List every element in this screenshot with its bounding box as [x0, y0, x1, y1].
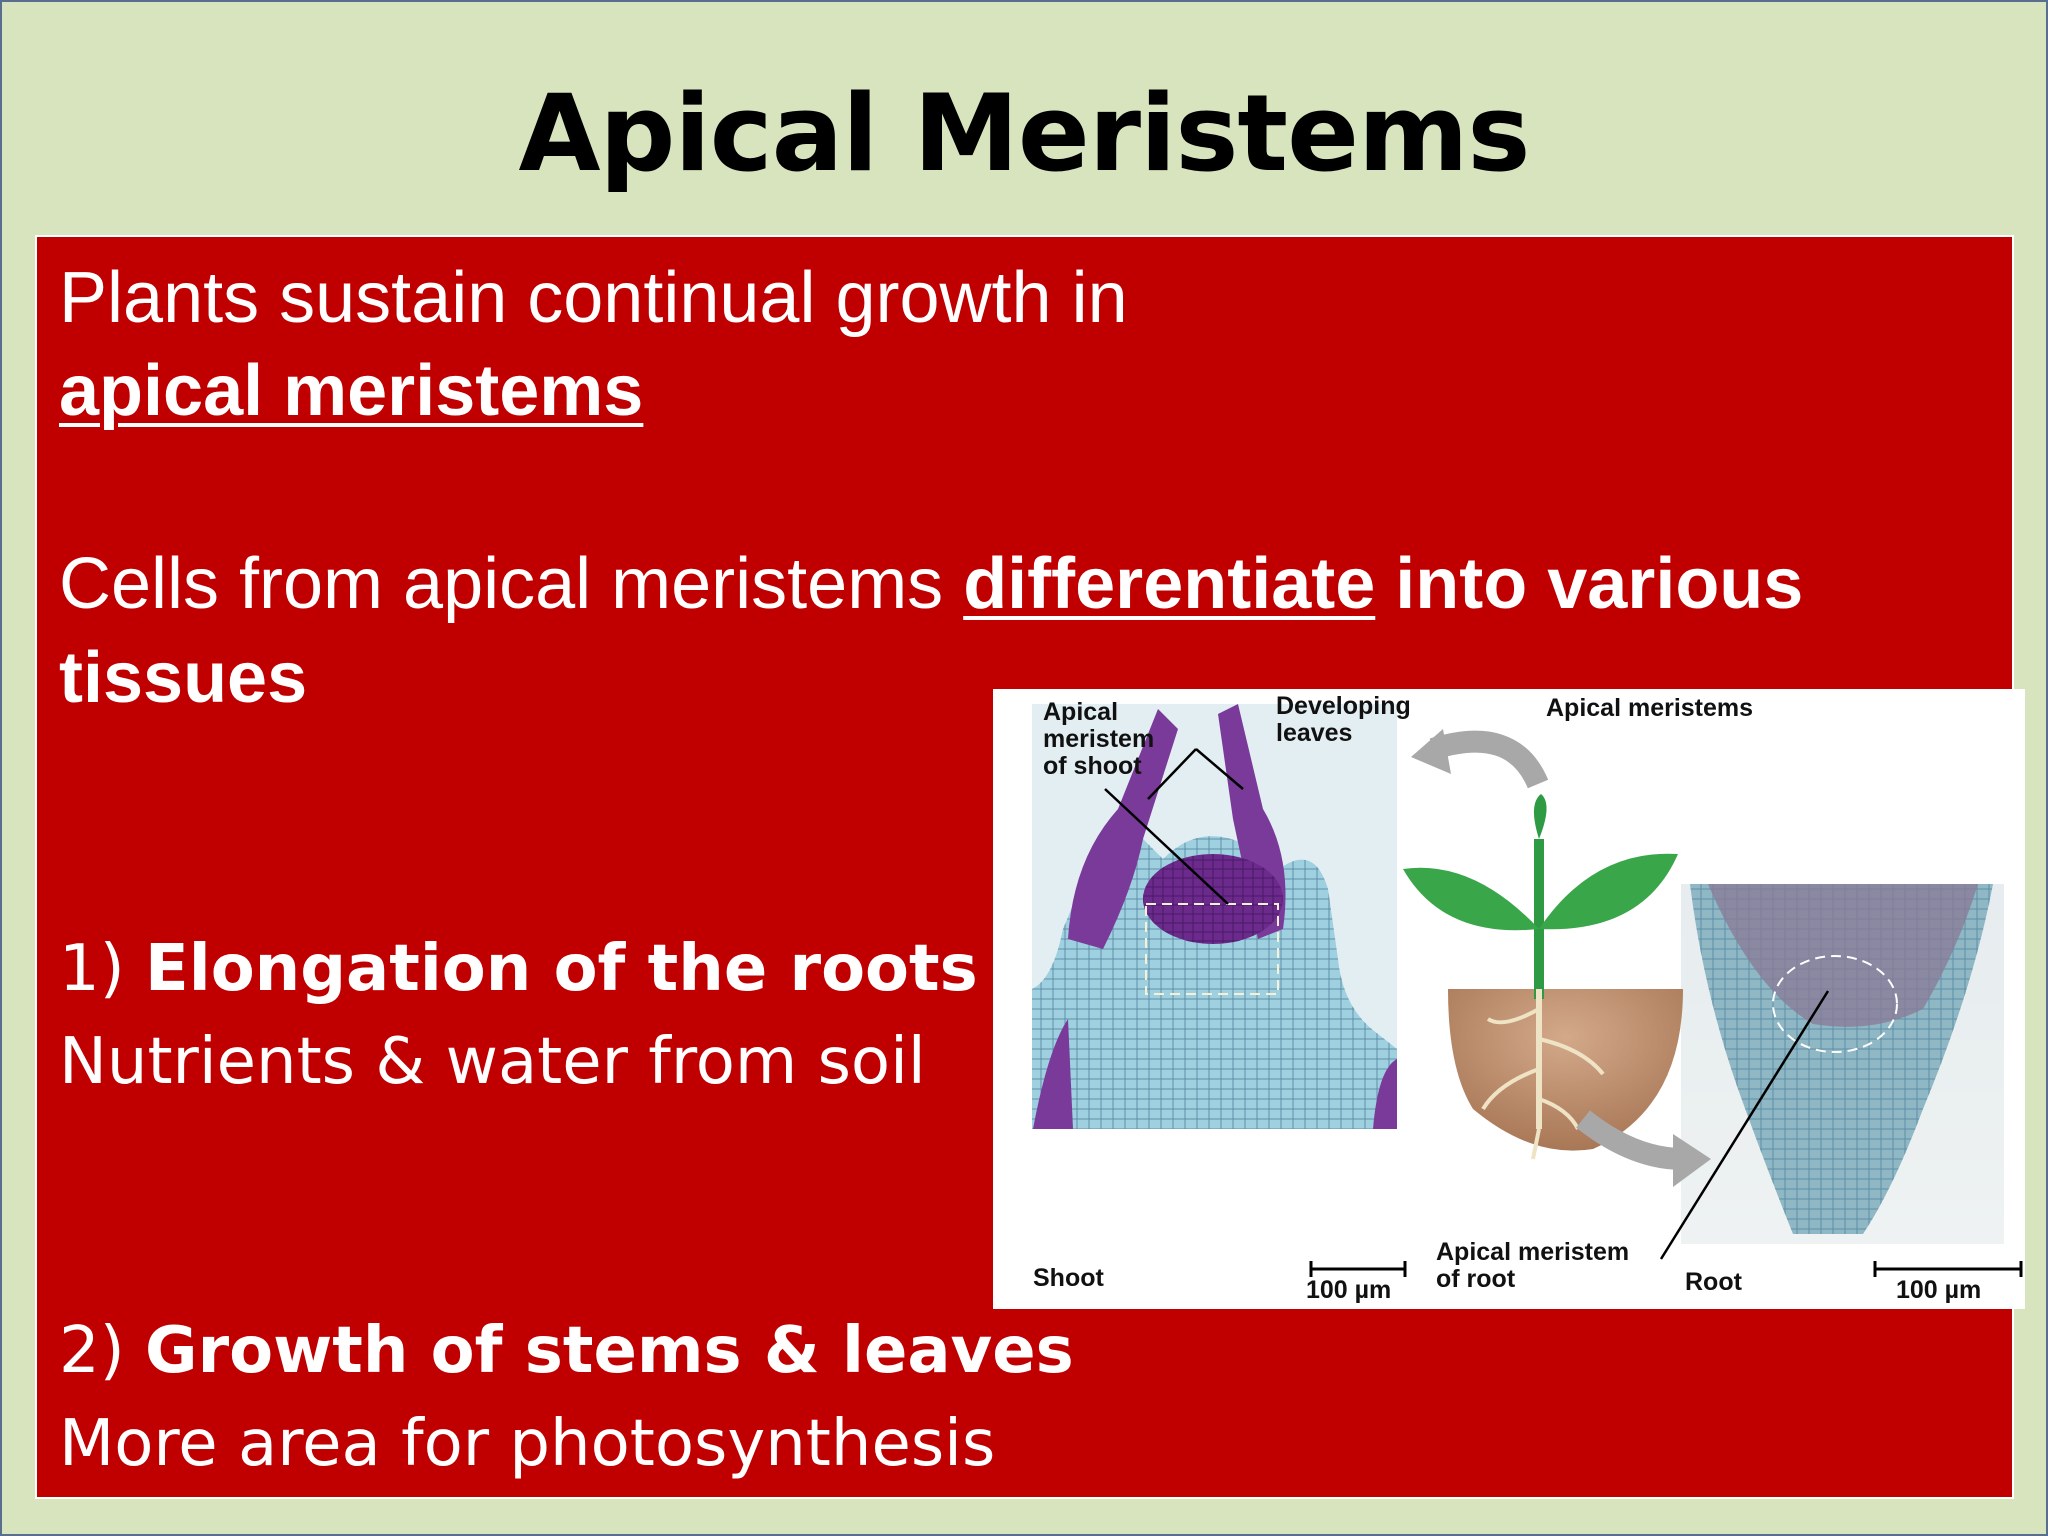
- scale-label-left: 100 µm: [1306, 1276, 1392, 1304]
- item-2-title: Growth of stems & leaves: [145, 1314, 1074, 1388]
- shoot-meristem-label-line-2: meristem: [1043, 725, 1155, 753]
- differentiate-term: differentiate: [963, 544, 1376, 624]
- root-meristem-label-line-2: of root: [1436, 1265, 1516, 1293]
- root-micrograph: [1681, 884, 2004, 1244]
- shoot-meristem-label-line-3: of shoot: [1043, 752, 1142, 780]
- developing-leaves-label: Developing leaves: [1276, 693, 1411, 747]
- shoot-label: Shoot: [1033, 1264, 1104, 1292]
- scale-bar-left: [1309, 1261, 1407, 1277]
- seedling-illustration: [1403, 729, 1711, 1187]
- item-1-heading: 1) Elongation of the roots: [59, 932, 978, 1006]
- developing-leaves-label-line-1: Developing: [1276, 692, 1411, 720]
- item-1-title: Elongation of the roots: [145, 932, 978, 1006]
- item-2-description: More area for photosynthesis: [59, 1407, 996, 1481]
- meristem-figure: Apical meristem of shoot Developing leav…: [993, 689, 2025, 1309]
- scale-bar-right: [1873, 1261, 2023, 1277]
- item-1-description: Nutrients & water from soil: [59, 1025, 926, 1099]
- differentiate-line-end: into various: [1375, 544, 1804, 624]
- intro-line: Plants sustain continual growth in: [59, 258, 1128, 338]
- meristem-illustration: [1032, 704, 2023, 1277]
- apical-meristems-term: apical meristems: [59, 351, 644, 431]
- root-meristem-label-line-1: Apical meristem: [1436, 1238, 1630, 1266]
- shoot-micrograph: [1032, 704, 1397, 1129]
- item-1-number: 1): [59, 932, 146, 1006]
- scale-label-right: 100 µm: [1896, 1276, 1982, 1304]
- differentiate-line: Cells from apical meristems differentiat…: [59, 543, 1803, 625]
- differentiate-line-start: Cells from apical meristems: [59, 544, 964, 624]
- shoot-meristem-label: Apical meristem of shoot: [1043, 699, 1154, 780]
- developing-leaves-label-line-2: leaves: [1276, 719, 1353, 747]
- root-meristem-label: Apical meristem of root: [1436, 1239, 1629, 1293]
- item-2-number: 2): [59, 1314, 146, 1388]
- root-label: Root: [1685, 1268, 1742, 1296]
- slide-title: Apical Meristems: [518, 72, 1530, 195]
- item-2-heading: 2) Growth of stems & leaves: [59, 1314, 1074, 1388]
- apical-meristems-label: Apical meristems: [1546, 694, 1754, 722]
- shoot-meristem-label-line-1: Apical: [1043, 698, 1119, 726]
- tissues-word: tissues: [59, 638, 308, 718]
